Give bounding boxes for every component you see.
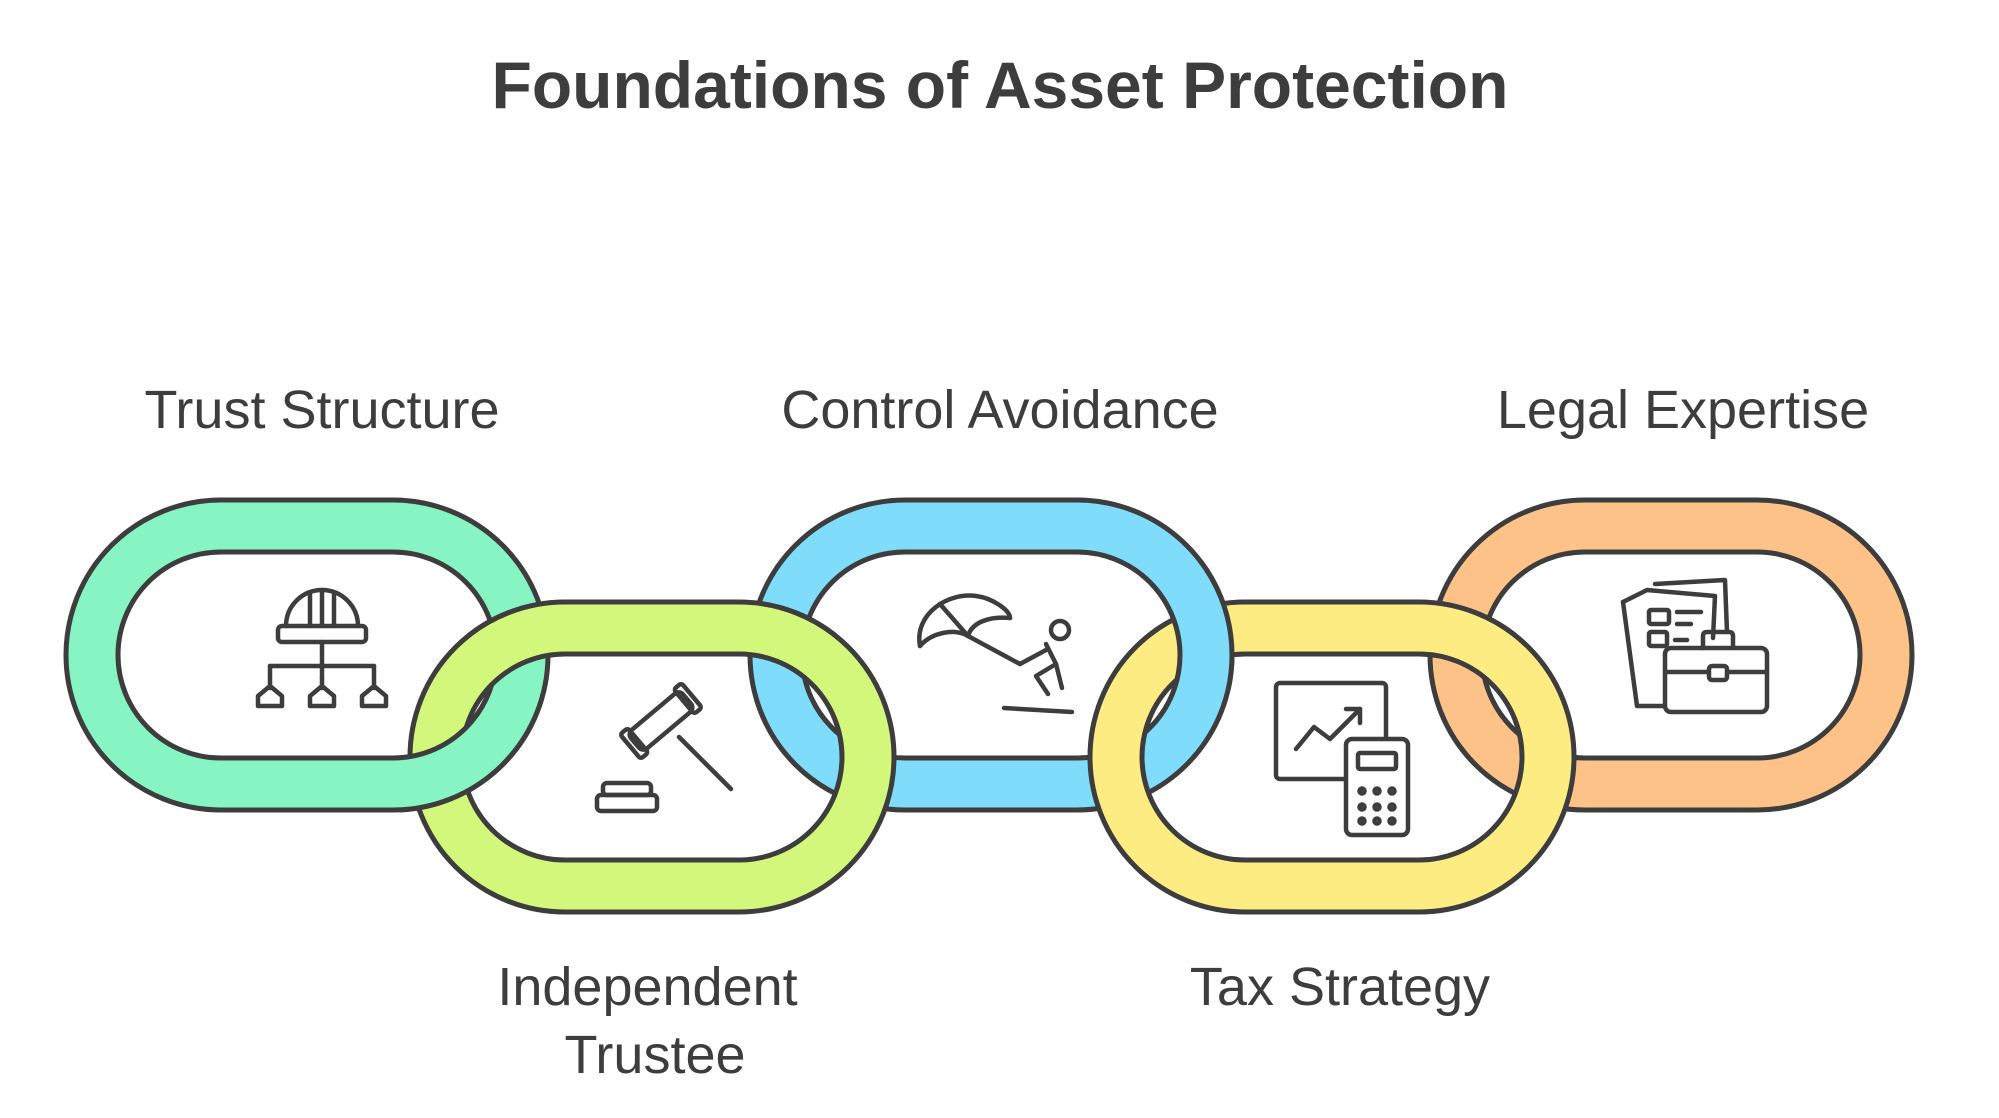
gavel-icon — [594, 682, 734, 814]
label-legal-expertise: Legal Expertise — [1497, 380, 1869, 440]
chain-link-tax-strategy — [1087, 599, 1577, 915]
label-independent-trustee: Independent Trustee — [497, 957, 812, 1085]
parachute-jump-icon — [917, 593, 1075, 715]
chart-calculator-icon — [1273, 680, 1411, 838]
organization-hierarchy-icon — [255, 587, 389, 709]
label-trust-structure: Trust Structure — [144, 380, 499, 440]
documents-briefcase-icon — [1620, 577, 1770, 715]
chain-link-control-avoidance-overlap-right — [1150, 560, 1235, 690]
label-tax-strategy: Tax Strategy — [1190, 957, 1490, 1017]
label-control-avoidance: Control Avoidance — [781, 380, 1218, 440]
diagram-title: Foundations of Asset Protection — [492, 48, 1509, 122]
